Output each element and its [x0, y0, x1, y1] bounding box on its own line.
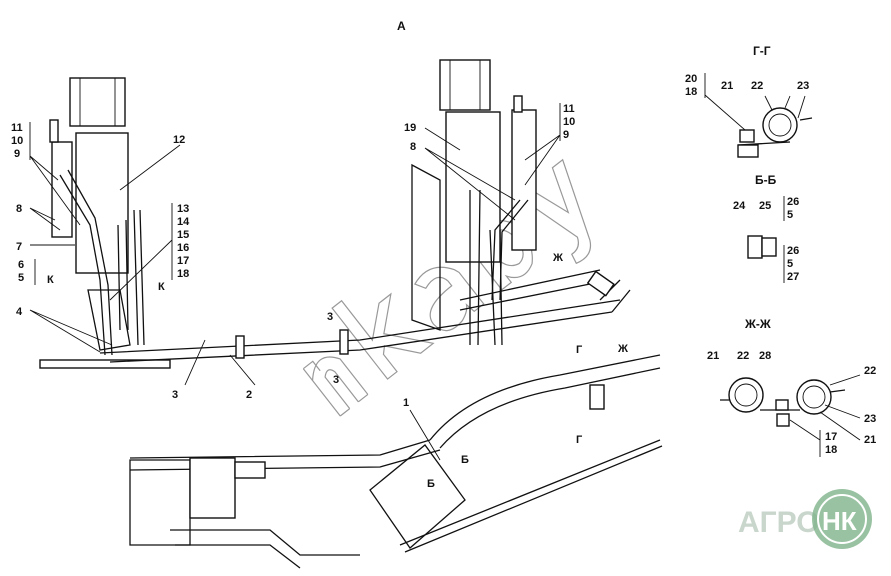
callout: 15	[177, 229, 189, 241]
callout: 22	[864, 365, 876, 377]
callout: 22	[751, 80, 763, 92]
callout: 21	[721, 80, 733, 92]
left-assembly-drawing	[39, 77, 631, 369]
section-g-labels: Г-Г 20 18 21 22 23	[685, 44, 809, 98]
section-title: Ж-Ж	[744, 317, 771, 331]
section-zh-drawing	[720, 377, 846, 427]
callout: 18	[825, 444, 837, 456]
callout: 28	[759, 350, 771, 362]
callout: 8	[410, 141, 416, 153]
callout: 17	[177, 255, 189, 267]
section-mark: К	[158, 281, 165, 293]
callout: 22	[737, 350, 749, 362]
callout: 1	[403, 397, 409, 409]
callout: 16	[177, 242, 189, 254]
center-callouts: 19 8 11 10 9 3 3 1 Ж Ж Г Г Б Б	[327, 103, 628, 490]
callout: 3	[333, 374, 339, 386]
left-callouts: 11 10 9 8 7 6 5 12 13 14 15 16 17 18 4 3…	[11, 122, 252, 401]
callout: 9	[14, 148, 20, 160]
callout: 23	[797, 80, 809, 92]
callout: 11	[563, 103, 575, 115]
callout: 12	[173, 134, 185, 146]
callout: 13	[177, 203, 189, 215]
callout: 18	[177, 268, 189, 280]
callout: 5	[787, 258, 793, 270]
callout: 11	[11, 122, 23, 134]
section-title: Б-Б	[755, 173, 777, 187]
section-mark: Г	[576, 344, 583, 356]
callout: 3	[327, 311, 333, 323]
callout: 10	[11, 135, 23, 147]
callout: 26	[787, 245, 799, 257]
section-b-labels: Б-Б 24 25 26 5 26 5 27	[733, 173, 799, 283]
callout: 21	[864, 434, 876, 446]
callout: 27	[787, 271, 799, 283]
callout: 10	[563, 116, 575, 128]
section-zh-labels: Ж-Ж 21 22 28 22 23 21 17 18	[707, 317, 876, 456]
svg-text:НК: НК	[822, 506, 857, 536]
callout: 26	[787, 196, 799, 208]
agronka-logo: АГРО НК	[738, 489, 872, 549]
callout: 17	[825, 431, 837, 443]
section-mark: Б	[427, 478, 435, 490]
callout: 5	[18, 272, 24, 284]
section-mark: Б	[461, 454, 469, 466]
section-g-drawing	[737, 107, 813, 158]
callout: 21	[707, 350, 719, 362]
section-mark: Ж	[617, 343, 628, 355]
callout: 3	[172, 389, 178, 401]
svg-text:АГРО: АГРО	[738, 506, 820, 539]
view-title: А	[397, 19, 406, 33]
callout: 24	[733, 200, 746, 212]
leader-lines	[29, 73, 861, 461]
callout: 20	[685, 73, 697, 85]
section-b-drawing	[747, 235, 777, 259]
callout: 8	[16, 203, 22, 215]
callout: 18	[685, 86, 697, 98]
callout: 14	[177, 216, 190, 228]
callout: 5	[787, 209, 793, 221]
callout: 4	[16, 306, 23, 318]
section-mark: Ж	[552, 252, 563, 264]
callout: 7	[16, 241, 22, 253]
callout: 25	[759, 200, 771, 212]
callout: 2	[246, 389, 252, 401]
center-assembly-drawing	[129, 59, 663, 569]
callout: 23	[864, 413, 876, 425]
section-title: Г-Г	[753, 44, 771, 58]
callout: 9	[563, 129, 569, 141]
callout: 6	[18, 259, 24, 271]
callout: 19	[404, 122, 416, 134]
section-mark: К	[47, 274, 54, 286]
section-mark: Г	[576, 434, 583, 446]
